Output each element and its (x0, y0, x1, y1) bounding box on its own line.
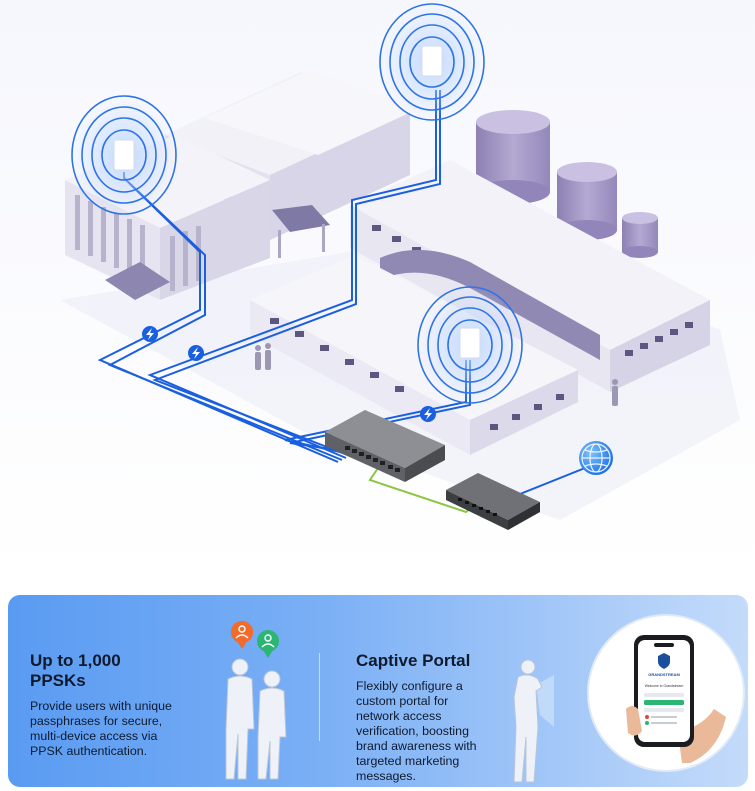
panel-divider (319, 653, 320, 741)
feature-panel: Up to 1,000 PPSKs Provide users with uni… (8, 595, 748, 787)
shield-icon (658, 653, 670, 669)
storage-tanks (476, 110, 658, 258)
factory-network-illustration (0, 0, 755, 580)
workers (255, 343, 618, 406)
lightning-bolt-icon (188, 345, 204, 361)
user-badge-green-icon (257, 630, 279, 658)
users-illustration (225, 621, 287, 780)
phone-welcome: Welcome to Grandstream (645, 684, 684, 688)
user-badge-orange-icon (230, 621, 253, 649)
feature-ppsk: Up to 1,000 PPSKs Provide users with uni… (30, 651, 180, 759)
access-point-front (417, 286, 523, 404)
phone-in-hand-illustration: GRANDSTREAM Welcome to Grandstream (587, 614, 745, 772)
feature-captive-portal: Captive Portal Flexibly configure a cust… (356, 651, 492, 784)
poe-switch (325, 410, 445, 482)
feature-ppsk-description: Provide users with unique passphrases fo… (30, 699, 172, 758)
lightning-bolt-icon (142, 326, 158, 342)
access-point-top (379, 3, 485, 121)
feature-ppsk-title: Up to 1,000 PPSKs (30, 651, 121, 690)
access-point-left (71, 95, 177, 215)
feature-captive-portal-description: Flexibly configure a custom portal for n… (356, 679, 477, 783)
globe-icon (579, 441, 613, 475)
person-illustration (513, 659, 554, 783)
lightning-bolt-icon (420, 406, 436, 422)
phone-brand: GRANDSTREAM (648, 672, 680, 677)
router (446, 473, 540, 530)
feature-captive-portal-title: Captive Portal (356, 651, 471, 670)
